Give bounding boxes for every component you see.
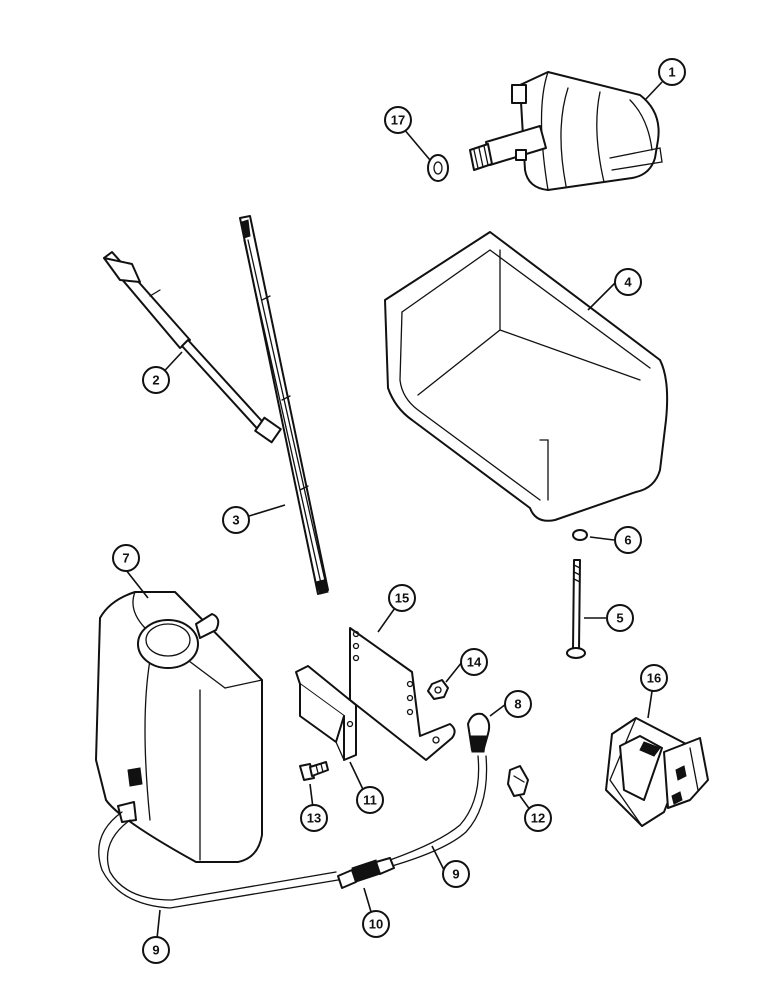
callout-13: 13 xyxy=(300,804,328,832)
washer-reservoir xyxy=(95,591,263,863)
callout-label: 11 xyxy=(363,793,377,808)
callout-label: 13 xyxy=(307,811,321,826)
storage-tray xyxy=(384,231,669,522)
callout-7: 7 xyxy=(112,544,140,572)
hose-connector xyxy=(337,857,395,889)
callout-9-nozzle-hose: 9 xyxy=(442,860,470,888)
bracket xyxy=(295,665,357,761)
wiper-blade xyxy=(239,215,329,595)
callout-5: 5 xyxy=(606,604,634,632)
callout-14: 14 xyxy=(460,648,488,676)
nut xyxy=(427,679,449,700)
callout-label: 14 xyxy=(467,655,482,670)
callout-10: 10 xyxy=(362,910,390,938)
callout-12: 12 xyxy=(524,804,552,832)
callout-4: 4 xyxy=(614,268,642,296)
callout-label: 1 xyxy=(668,65,675,80)
callout-label: 15 xyxy=(395,591,409,606)
callout-label: 6 xyxy=(624,533,631,548)
long-bolt xyxy=(566,559,586,659)
callout-6: 6 xyxy=(614,526,642,554)
callout-label: 3 xyxy=(232,513,239,528)
hose-clip xyxy=(507,765,529,797)
callout-label: 4 xyxy=(624,275,632,290)
callout-label: 10 xyxy=(369,917,383,932)
callout-label: 9 xyxy=(152,943,159,958)
screw xyxy=(299,761,329,781)
callout-11: 11 xyxy=(356,786,384,814)
wiper-arm xyxy=(103,251,282,444)
mounting-plate xyxy=(349,627,456,761)
callout-3: 3 xyxy=(222,506,250,534)
callout-label: 16 xyxy=(647,671,661,686)
callout-2: 2 xyxy=(142,366,170,394)
wiper-motor xyxy=(469,71,663,191)
callout-16: 16 xyxy=(640,664,668,692)
callout-17: 17 xyxy=(384,106,412,134)
callout-label: 17 xyxy=(391,113,405,128)
callout-1: 1 xyxy=(658,58,686,86)
callout-label: 12 xyxy=(531,811,545,826)
callout-15: 15 xyxy=(388,584,416,612)
washer-nozzle xyxy=(467,712,491,753)
callout-9-reservoir-hose: 9 xyxy=(142,936,170,964)
washer xyxy=(427,154,449,182)
callout-label: 2 xyxy=(152,373,159,388)
rocker-switch xyxy=(605,717,709,827)
callout-label: 9 xyxy=(452,867,459,882)
callout-label: 8 xyxy=(514,697,521,712)
callout-label: 7 xyxy=(122,551,129,566)
callout-8: 8 xyxy=(504,690,532,718)
small-washer xyxy=(572,529,588,541)
washer-hose xyxy=(98,755,488,909)
callout-label: 5 xyxy=(616,611,623,626)
